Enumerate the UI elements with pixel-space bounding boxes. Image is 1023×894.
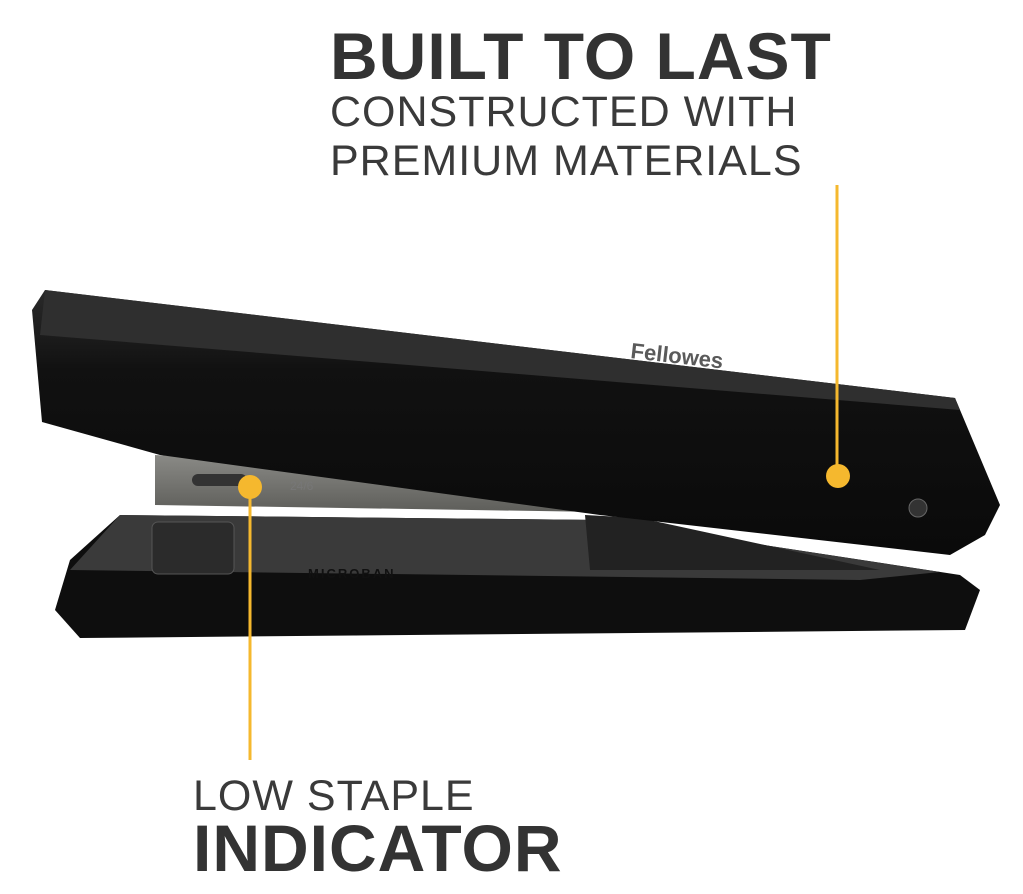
- indicator-heading: INDICATOR: [193, 811, 563, 885]
- microban-label: MICROBAN: [308, 566, 396, 581]
- hinge-pin: [908, 498, 928, 518]
- stapler-base: MICROBAN: [55, 515, 980, 638]
- built-subtitle-line2: PREMIUM MATERIALS: [330, 137, 803, 185]
- staple-size-label: 24/6: [290, 479, 314, 493]
- anvil-plate: [151, 521, 235, 575]
- stapler-arm: Fellowes: [32, 290, 1000, 555]
- built-callout-dot: [826, 464, 850, 488]
- built-subtitle-line1: CONSTRUCTED WITH: [330, 88, 798, 136]
- indicator-callout-dot: [238, 475, 262, 499]
- staple-window: [192, 474, 247, 486]
- indicator-subtitle: LOW STAPLE: [193, 772, 475, 820]
- built-to-last-heading: BUILT TO LAST: [330, 19, 832, 93]
